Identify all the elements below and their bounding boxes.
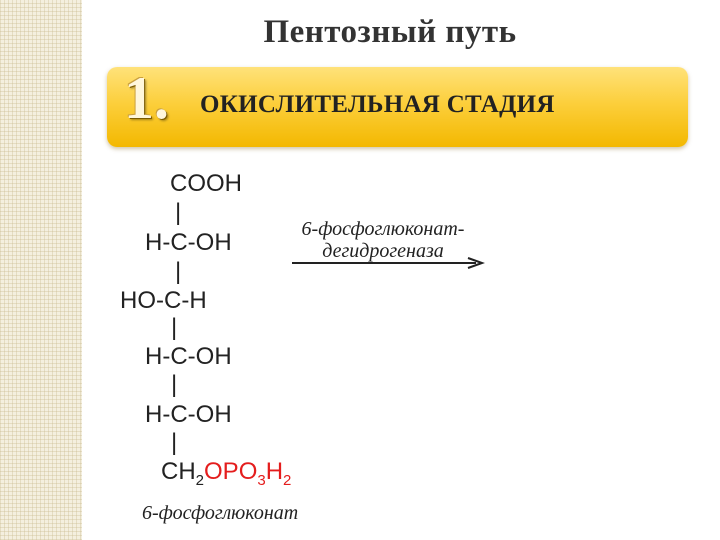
compound-name: 6-фосфоглюконат (142, 502, 299, 524)
sub-3: 3 (257, 472, 266, 489)
carbon-6-phosphate: CH2OPO3H2 (161, 458, 292, 489)
sub-2b: 2 (283, 472, 292, 489)
ch-group: CH (161, 458, 196, 485)
stage-number: 1. (124, 65, 169, 131)
sub-2a: 2 (195, 472, 205, 489)
bond-1-2: | (175, 199, 182, 226)
decorative-side-stripe (0, 0, 82, 540)
carbon-1-cooh: COOH (170, 170, 242, 197)
enzyme-line-2: дегидрогеназа (322, 240, 444, 262)
enzyme-name: 6-фосфоглюконат- дегидрогеназа (288, 218, 478, 262)
bond-5-6: | (171, 429, 178, 456)
bond-4-5: | (171, 371, 178, 398)
stage-banner (107, 67, 688, 147)
carbon-4: H-C-OH (145, 343, 232, 370)
bond-2-3: | (175, 258, 182, 285)
bond-3-4: | (171, 314, 178, 341)
carbon-5: H-C-OH (145, 401, 232, 428)
right-arrow-icon (292, 257, 485, 269)
carbon-3: HO-C-H (120, 287, 207, 314)
phosphate-h: H (265, 458, 284, 485)
phosphate-opo: OPO (204, 458, 258, 485)
enzyme-line-1: 6-фосфоглюконат- (301, 218, 465, 240)
stage-label: ОКИСЛИТЕЛЬНАЯ СТАДИЯ (200, 91, 555, 118)
slide-title: Пентозный путь (263, 14, 517, 50)
carbon-2: H-C-OH (145, 229, 232, 256)
